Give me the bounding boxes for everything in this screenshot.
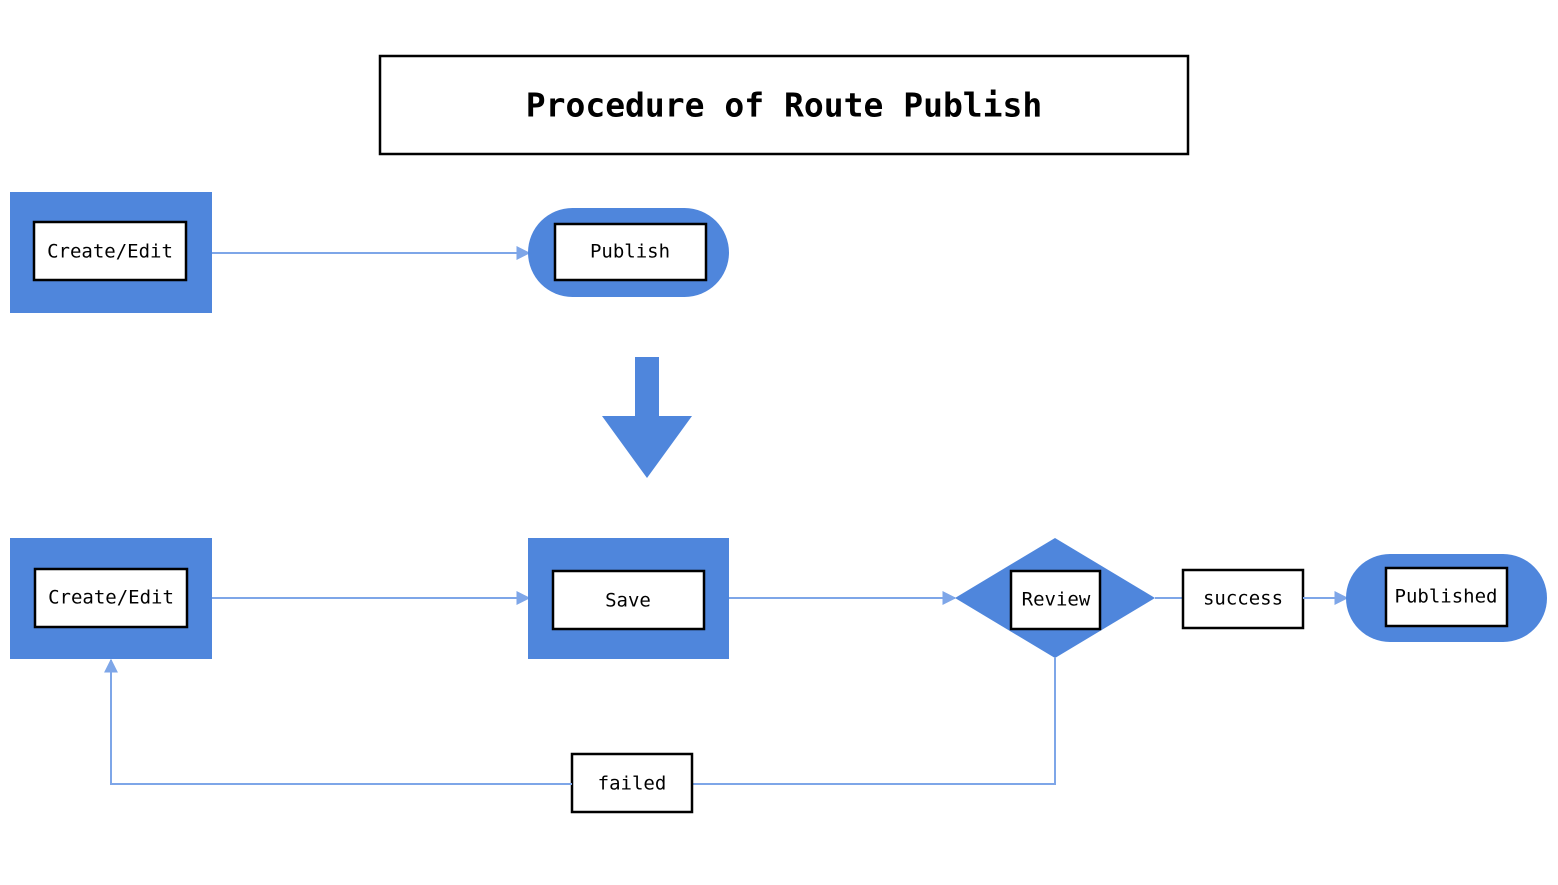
title-box: Procedure of Route Publish [378,54,1190,156]
connector-review-failed-right [692,658,1056,785]
review-node[interactable]: Review [955,538,1155,658]
top-create-edit-node[interactable]: Create/Edit [10,192,212,313]
published-label: Published [1395,586,1498,608]
down-arrow-icon [602,357,692,478]
publish-label: Publish [590,241,670,263]
diagram-title: Procedure of Route Publish [526,86,1043,125]
save-label: Save [605,590,651,612]
review-label: Review [1022,589,1091,611]
success-label: success [1203,588,1283,610]
connector-failed-to-create [104,658,572,785]
failed-label: failed [598,773,667,795]
save-node[interactable]: Save [528,538,729,659]
top-create-edit-label: Create/Edit [47,241,173,263]
bottom-create-edit-label: Create/Edit [48,587,174,609]
failed-edge-label: failed [570,752,694,814]
bottom-create-edit-node[interactable]: Create/Edit [10,538,212,659]
published-node[interactable]: Published [1346,554,1547,642]
publish-node[interactable]: Publish [528,208,729,297]
success-edge-label: success [1181,568,1305,630]
